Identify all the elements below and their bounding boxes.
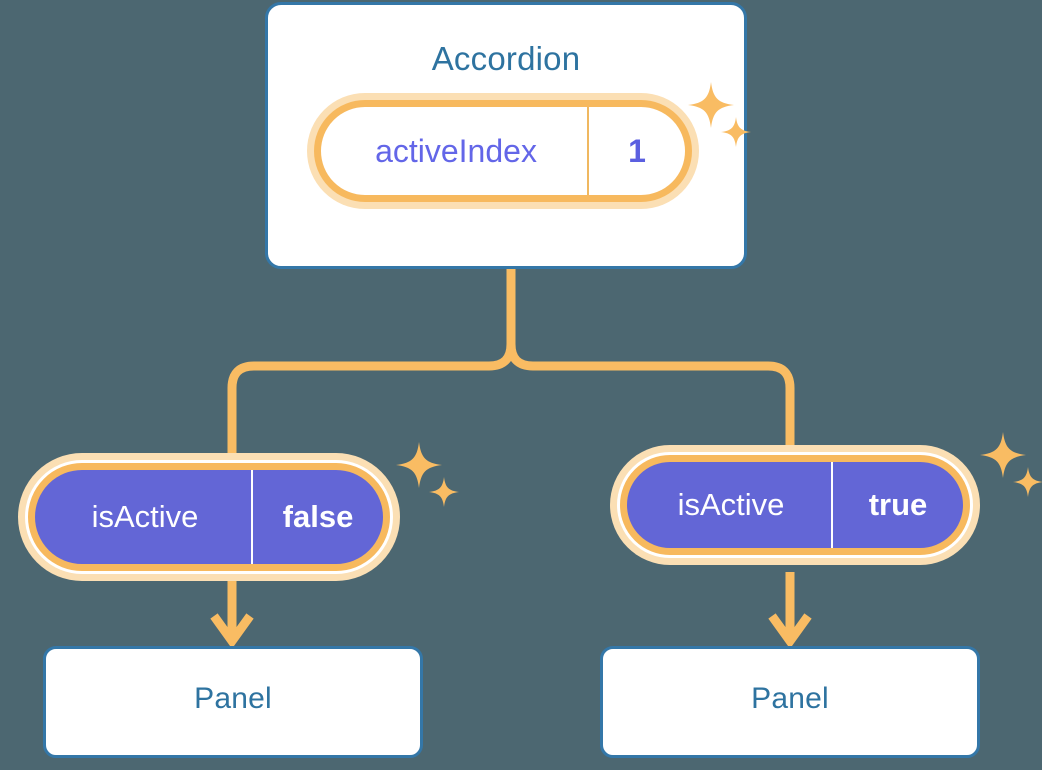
connector-trunk-split-right: [506, 264, 795, 467]
state-pill-value: 1: [628, 132, 646, 169]
component-card-panel-right[interactable]: Panel: [600, 646, 980, 758]
component-card-panel-left[interactable]: Panel: [43, 646, 423, 758]
state-pill-value: true: [868, 487, 928, 522]
state-pill-body[interactable]: activeIndex 1: [314, 100, 692, 202]
state-pill-value: false: [282, 499, 354, 534]
state-pill-key: activeIndex: [321, 107, 589, 195]
state-pill-key: isActive: [627, 462, 833, 548]
state-pill-is-active-false[interactable]: isActive false: [28, 463, 390, 571]
state-pill-is-active-true[interactable]: isActive true: [620, 455, 970, 555]
state-pill-active-index[interactable]: activeIndex 1: [314, 100, 692, 202]
state-pill-body[interactable]: isActive false: [28, 463, 390, 571]
sparkle-large-icon: [980, 432, 1026, 478]
connector-arrow-right-head: [768, 613, 812, 649]
panel-title: Panel: [194, 682, 272, 715]
state-pill-body[interactable]: isActive true: [620, 455, 970, 555]
sparkle-small-icon: [429, 477, 459, 507]
sparkle-large-icon: [396, 442, 442, 488]
connector-arrow-left-head: [210, 613, 254, 649]
state-pill-key: isActive: [35, 470, 253, 564]
connector-trunk-split: [227, 264, 516, 475]
panel-title: Panel: [751, 682, 829, 715]
sparkle-small-icon: [1013, 467, 1042, 497]
page-title: Accordion: [431, 40, 581, 77]
